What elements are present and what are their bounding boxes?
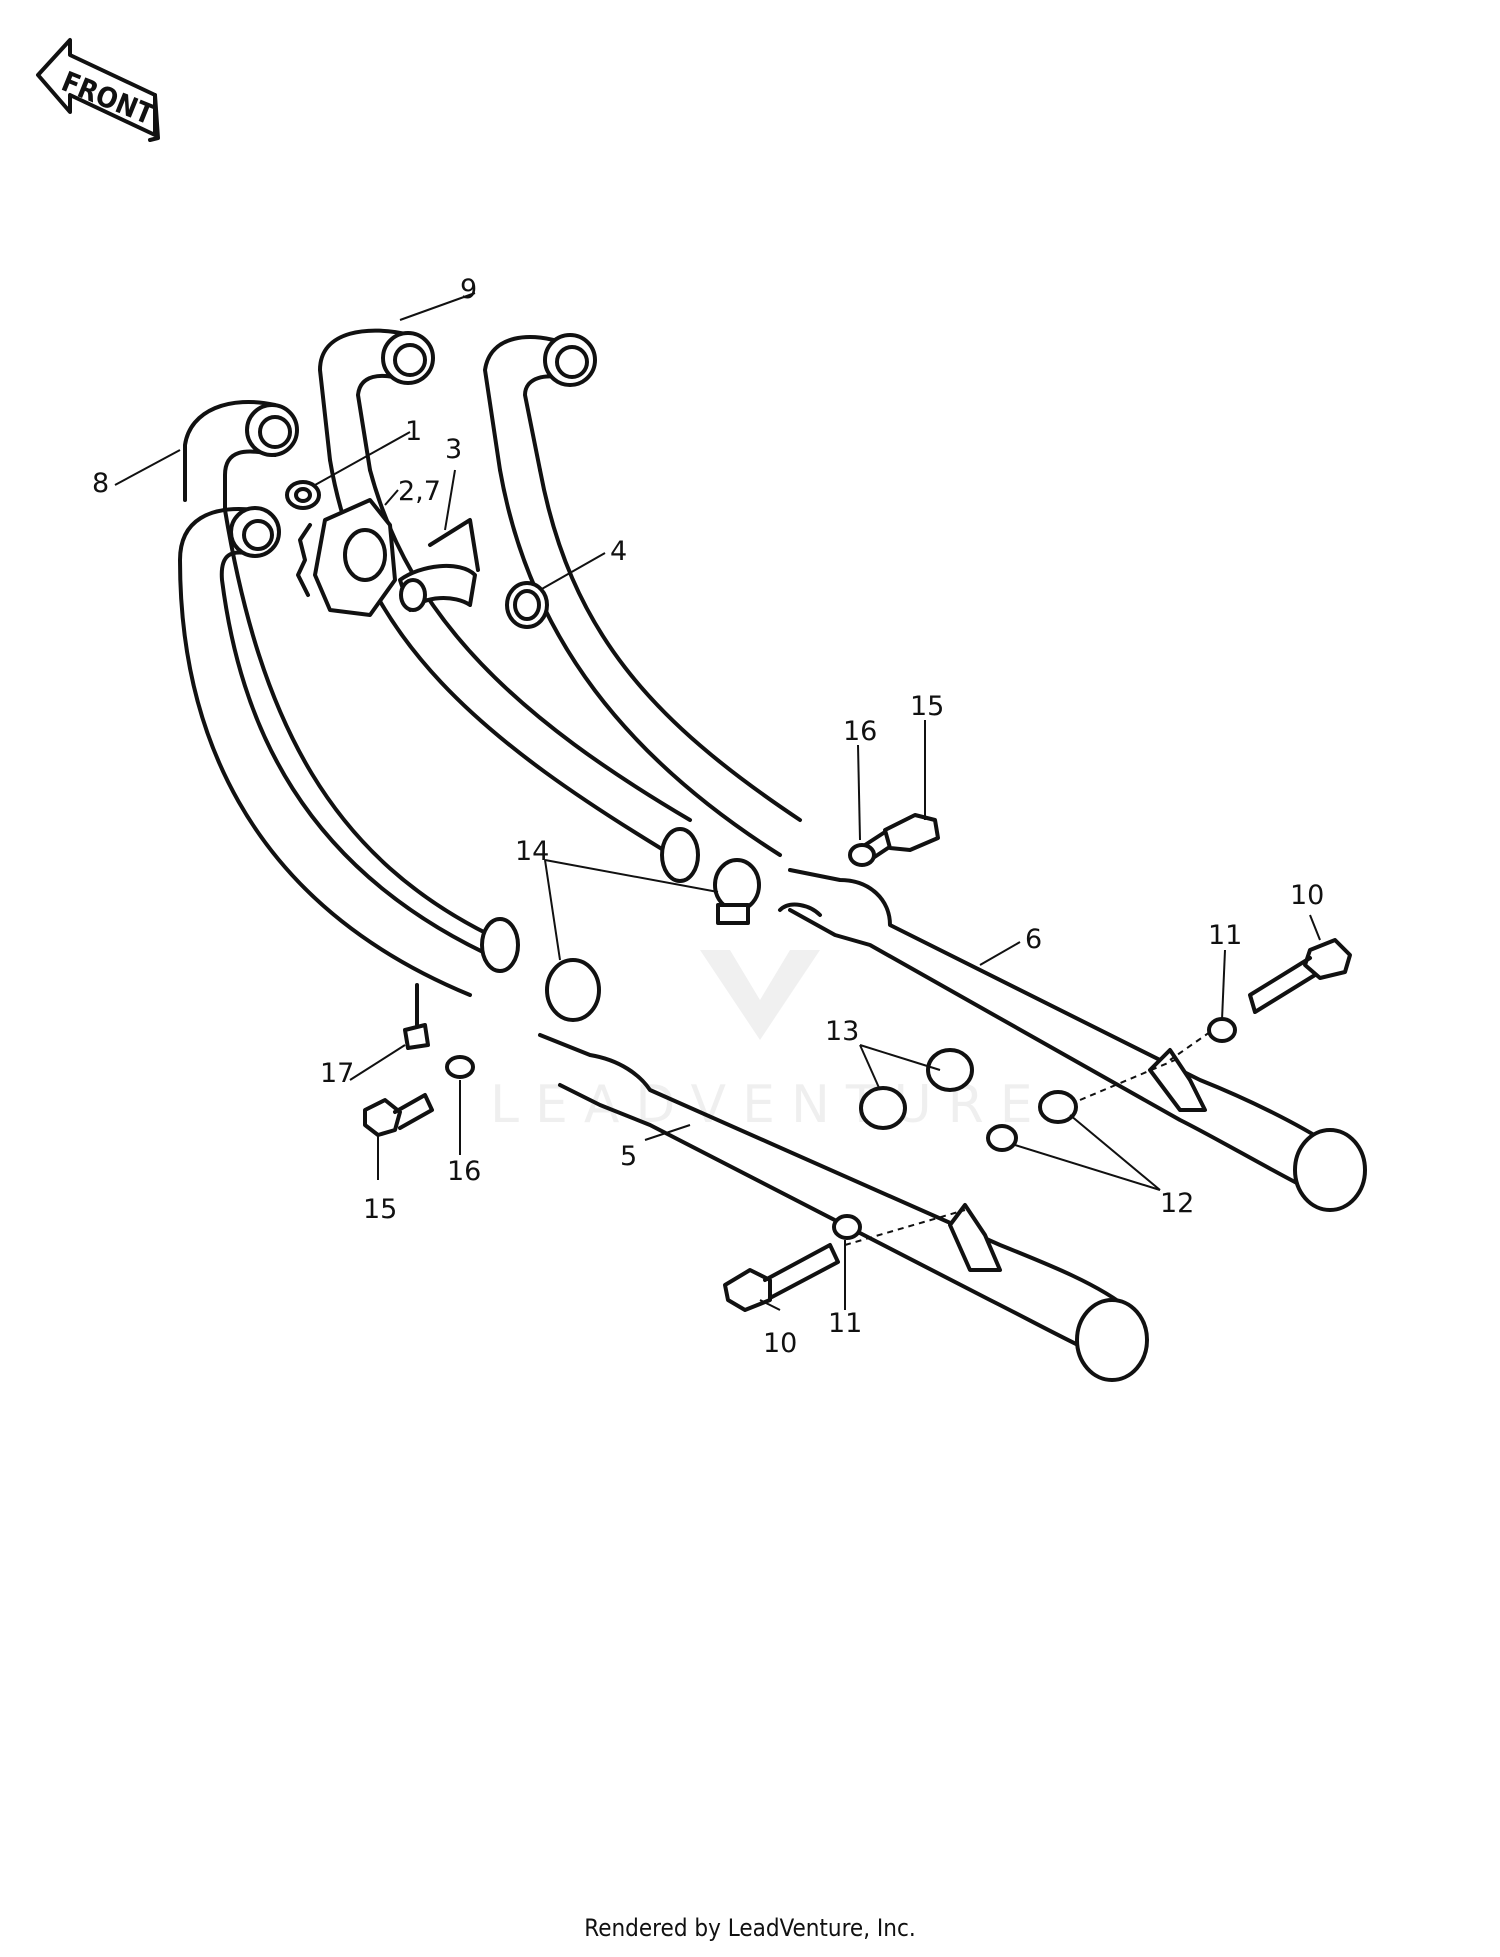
part-12-nuts <box>986 1090 1078 1152</box>
callouts: 1 2,7 3 4 5 6 8 9 10 10 11 11 12 13 14 1… <box>92 274 1324 1359</box>
front-arrow-icon: FRONT <box>36 38 160 142</box>
callout-17: 17 <box>320 1058 354 1089</box>
footer-credit: Rendered by LeadVenture, Inc. <box>584 1914 916 1942</box>
header-pipes <box>178 328 597 997</box>
muffler-5 <box>538 1033 1149 1382</box>
part-3-collar <box>398 518 480 612</box>
part-15-bolts <box>363 813 940 1137</box>
header-pipe-9 <box>318 328 412 462</box>
callout-6: 6 <box>1025 924 1042 955</box>
callout-3: 3 <box>445 434 462 465</box>
leader-lines <box>114 292 1321 1311</box>
callout-2-7: 2,7 <box>398 476 441 507</box>
tube-end-front <box>480 917 520 973</box>
callout-14: 14 <box>515 836 549 867</box>
watermark-logo-icon <box>700 950 820 1040</box>
part-4-gasket <box>505 581 549 629</box>
part-16-washers <box>445 843 876 1079</box>
part-1-nut <box>285 480 321 510</box>
exhaust-tubes <box>223 458 802 973</box>
callout-15-top: 15 <box>910 691 944 722</box>
watermark: LEADVENTURE <box>490 950 1033 1135</box>
callout-11-bottom: 11 <box>828 1308 862 1339</box>
tube-end-left <box>660 827 700 883</box>
callout-15-bottom: 15 <box>363 1194 397 1225</box>
callout-9: 9 <box>460 274 477 305</box>
part-17-screw <box>403 983 430 1050</box>
part-13-spacers <box>859 1048 974 1130</box>
callout-5: 5 <box>620 1141 637 1172</box>
muffler-5-bracket <box>948 1203 1002 1272</box>
callout-8: 8 <box>92 468 109 499</box>
callout-11-top: 11 <box>1208 920 1242 951</box>
callout-4: 4 <box>610 536 627 567</box>
muffler-6 <box>778 868 1367 1212</box>
callout-10-top: 10 <box>1290 880 1324 911</box>
header-pipe-8 <box>183 400 277 502</box>
callout-1: 1 <box>405 416 422 447</box>
callout-10-bottom: 10 <box>763 1328 797 1359</box>
callout-16-bottom: 16 <box>447 1156 481 1187</box>
header-pipe-front <box>178 507 472 997</box>
callout-12: 12 <box>1160 1188 1194 1219</box>
part-10-bolts <box>723 938 1352 1312</box>
callout-13: 13 <box>825 1016 859 1047</box>
part-14-clamps <box>545 858 761 1022</box>
callout-16-top: 16 <box>843 716 877 747</box>
part-2-7-flange <box>296 498 397 617</box>
